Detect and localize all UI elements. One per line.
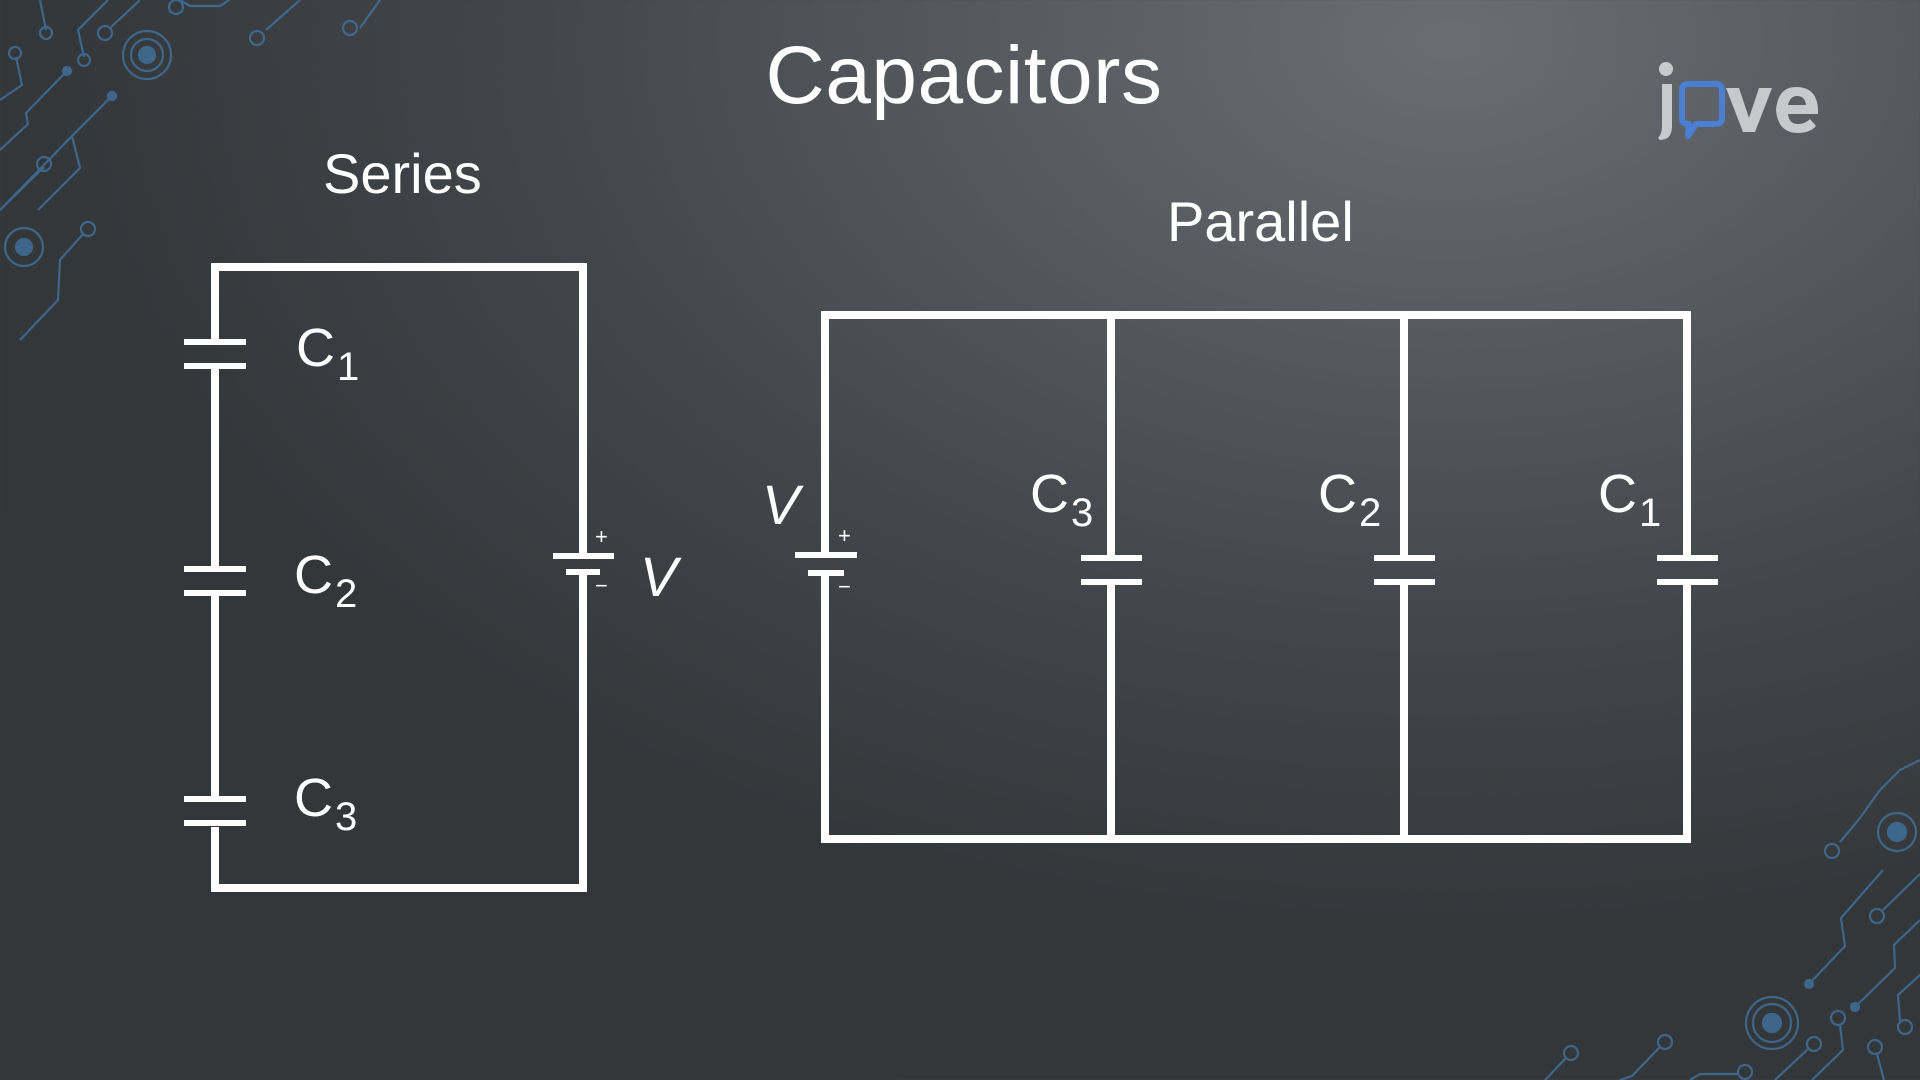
series-heading: Series	[323, 142, 482, 205]
parallel-capacitor-c1	[1657, 555, 1718, 585]
parallel-label-c3: C3	[1030, 464, 1093, 535]
series-capacitor-c2	[184, 566, 246, 596]
parallel-capacitor-c2	[1374, 555, 1435, 585]
series-circuit	[184, 263, 614, 892]
series-wire-right-bottom	[211, 574, 587, 892]
slide-title: Capacitors	[765, 30, 1163, 121]
parallel-battery-plus: +	[838, 523, 851, 548]
series-battery-minus: −	[595, 573, 608, 598]
series-voltage-label: V	[640, 545, 678, 608]
parallel-wire-bottom	[821, 575, 1691, 843]
series-label-c1: C1	[296, 318, 359, 389]
capacitor-subscript: 3	[1071, 491, 1094, 535]
capacitor-subscript: 1	[337, 345, 360, 389]
capacitor-subscript: 1	[1639, 491, 1662, 535]
parallel-heading: Parallel	[1167, 190, 1354, 253]
parallel-label-c1: C1	[1598, 464, 1661, 535]
parallel-battery	[795, 552, 857, 576]
parallel-battery-minus: −	[838, 574, 851, 599]
series-battery	[553, 553, 614, 575]
capacitor-symbol: C	[296, 318, 335, 378]
capacitor-symbol: C	[294, 545, 333, 605]
series-wire-top-right	[211, 263, 587, 553]
parallel-capacitor-c3	[1081, 555, 1142, 585]
parallel-voltage-label: V	[762, 473, 800, 536]
capacitor-subscript: 3	[335, 795, 358, 839]
jove-logo	[1658, 62, 1819, 140]
series-capacitor-c1	[184, 339, 246, 369]
parallel-wire-top	[821, 311, 1691, 557]
capacitor-subscript: 2	[1359, 491, 1382, 535]
series-capacitor-c3	[184, 796, 246, 826]
series-label-c3: C3	[294, 768, 357, 839]
series-battery-plus: +	[595, 524, 608, 549]
capacitor-symbol: C	[294, 768, 333, 828]
capacitor-symbol: C	[1598, 464, 1637, 524]
speech-bubble-icon	[1679, 81, 1725, 139]
capacitor-symbol: C	[1318, 464, 1357, 524]
series-label-c2: C2	[294, 545, 357, 616]
parallel-label-c2: C2	[1318, 464, 1381, 535]
parallel-circuit	[795, 311, 1718, 843]
capacitor-symbol: C	[1030, 464, 1069, 524]
capacitor-subscript: 2	[335, 572, 358, 616]
